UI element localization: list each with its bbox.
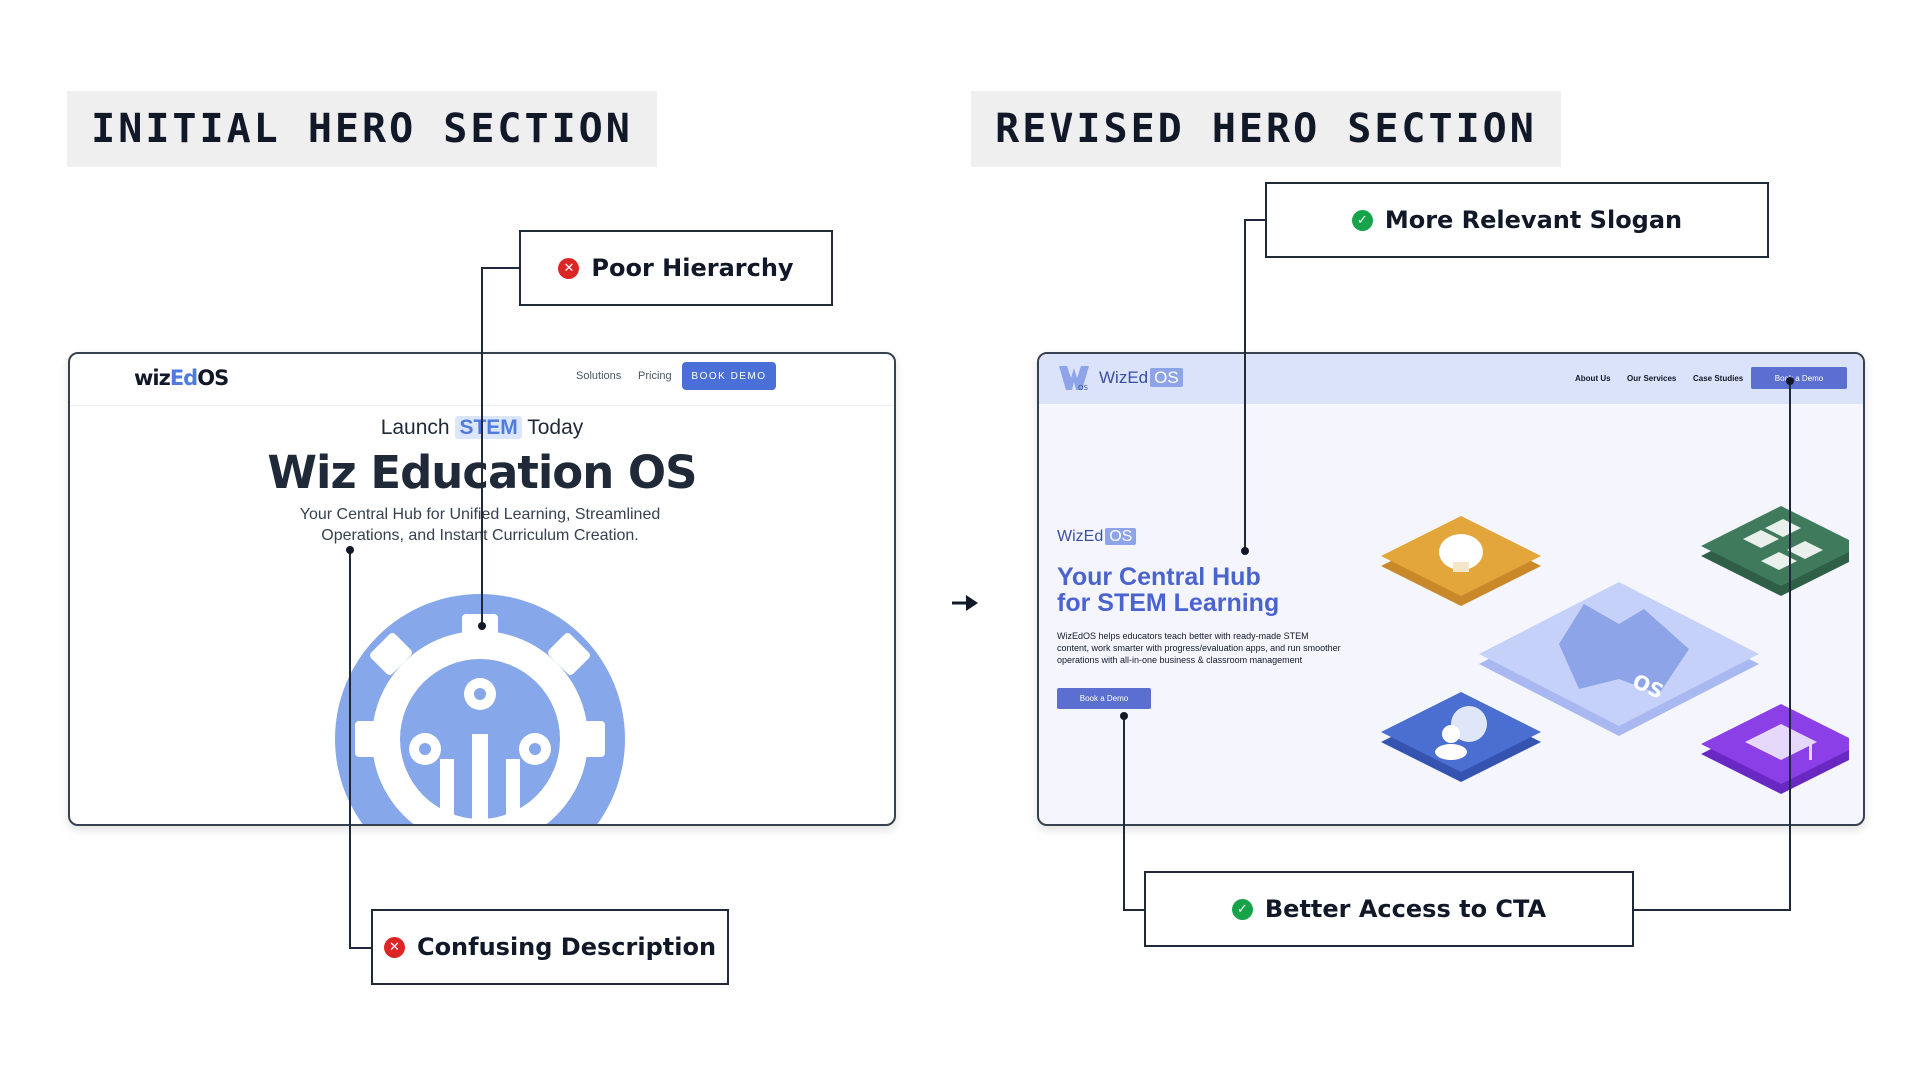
check-circle-icon: ✓ — [1231, 898, 1253, 920]
apps-grid-tile-icon — [1701, 506, 1849, 596]
initial-description: Your Central Hub for Unified Learning, S… — [299, 506, 661, 544]
os-hub-tile-icon: OS — [1479, 582, 1759, 736]
revised-nav-book-demo-button[interactable]: Book a Demo — [1751, 367, 1847, 389]
initial-logo: wizEdOS — [134, 366, 229, 390]
svg-text:OS: OS — [1078, 384, 1089, 392]
connector-dot — [478, 622, 486, 630]
graduation-cap-tile-icon — [1701, 704, 1849, 794]
connector-cta-nav — [1634, 381, 1791, 911]
wizedos-logo-icon: OS — [1059, 366, 1089, 392]
nav-link-case-studies[interactable]: Case Studies — [1693, 374, 1744, 383]
connector-confusing-description — [349, 550, 372, 949]
nav-link-our-services[interactable]: Our Services — [1627, 374, 1677, 383]
x-circle-icon: ✕ — [558, 257, 580, 279]
admin-gear-tile-icon — [1381, 692, 1541, 782]
connector-dot — [1120, 712, 1128, 720]
x-circle-icon: ✕ — [383, 936, 405, 958]
isometric-tiles-illustration: OS — [1381, 506, 1849, 794]
nav-link-pricing[interactable]: Pricing — [638, 370, 672, 382]
connector-cta-hero — [1123, 716, 1144, 911]
revised-section-title: REVISED HERO SECTION — [971, 91, 1561, 167]
callout-confusing-description: ✕ Confusing Description — [371, 909, 729, 985]
connector-dot — [346, 546, 354, 554]
connector-poor-hierarchy — [481, 267, 519, 626]
connector-dot — [1241, 547, 1249, 555]
revised-headline: Your Central Hub for STEM Learning — [1057, 563, 1280, 617]
gear-hub-illustration — [335, 594, 625, 824]
connector-dot — [1786, 377, 1794, 385]
callout-relevant-slogan: ✓ More Relevant Slogan — [1265, 182, 1769, 258]
stem-highlight: STEM — [455, 416, 522, 439]
nav-link-about-us[interactable]: About Us — [1575, 374, 1611, 383]
connector-relevant-slogan — [1244, 219, 1265, 551]
callout-poor-hierarchy: ✕ Poor Hierarchy — [519, 230, 833, 306]
check-circle-icon: ✓ — [1351, 209, 1373, 231]
nav-link-solutions[interactable]: Solutions — [576, 370, 622, 382]
revised-description: WizEdOS helps educators teach better wit… — [1057, 631, 1341, 665]
lightbulb-tile-icon — [1381, 516, 1541, 606]
initial-section-title: INITIAL HERO SECTION — [67, 91, 657, 167]
initial-kicker: Launch STEM Today — [380, 416, 584, 439]
arrow-right-icon — [952, 595, 978, 611]
initial-book-demo-button[interactable]: BOOK DEMO — [682, 362, 776, 390]
revised-hero-book-demo-button[interactable]: Book a Demo — [1057, 688, 1151, 709]
callout-cta-access: ✓ Better Access to CTA — [1144, 871, 1634, 947]
